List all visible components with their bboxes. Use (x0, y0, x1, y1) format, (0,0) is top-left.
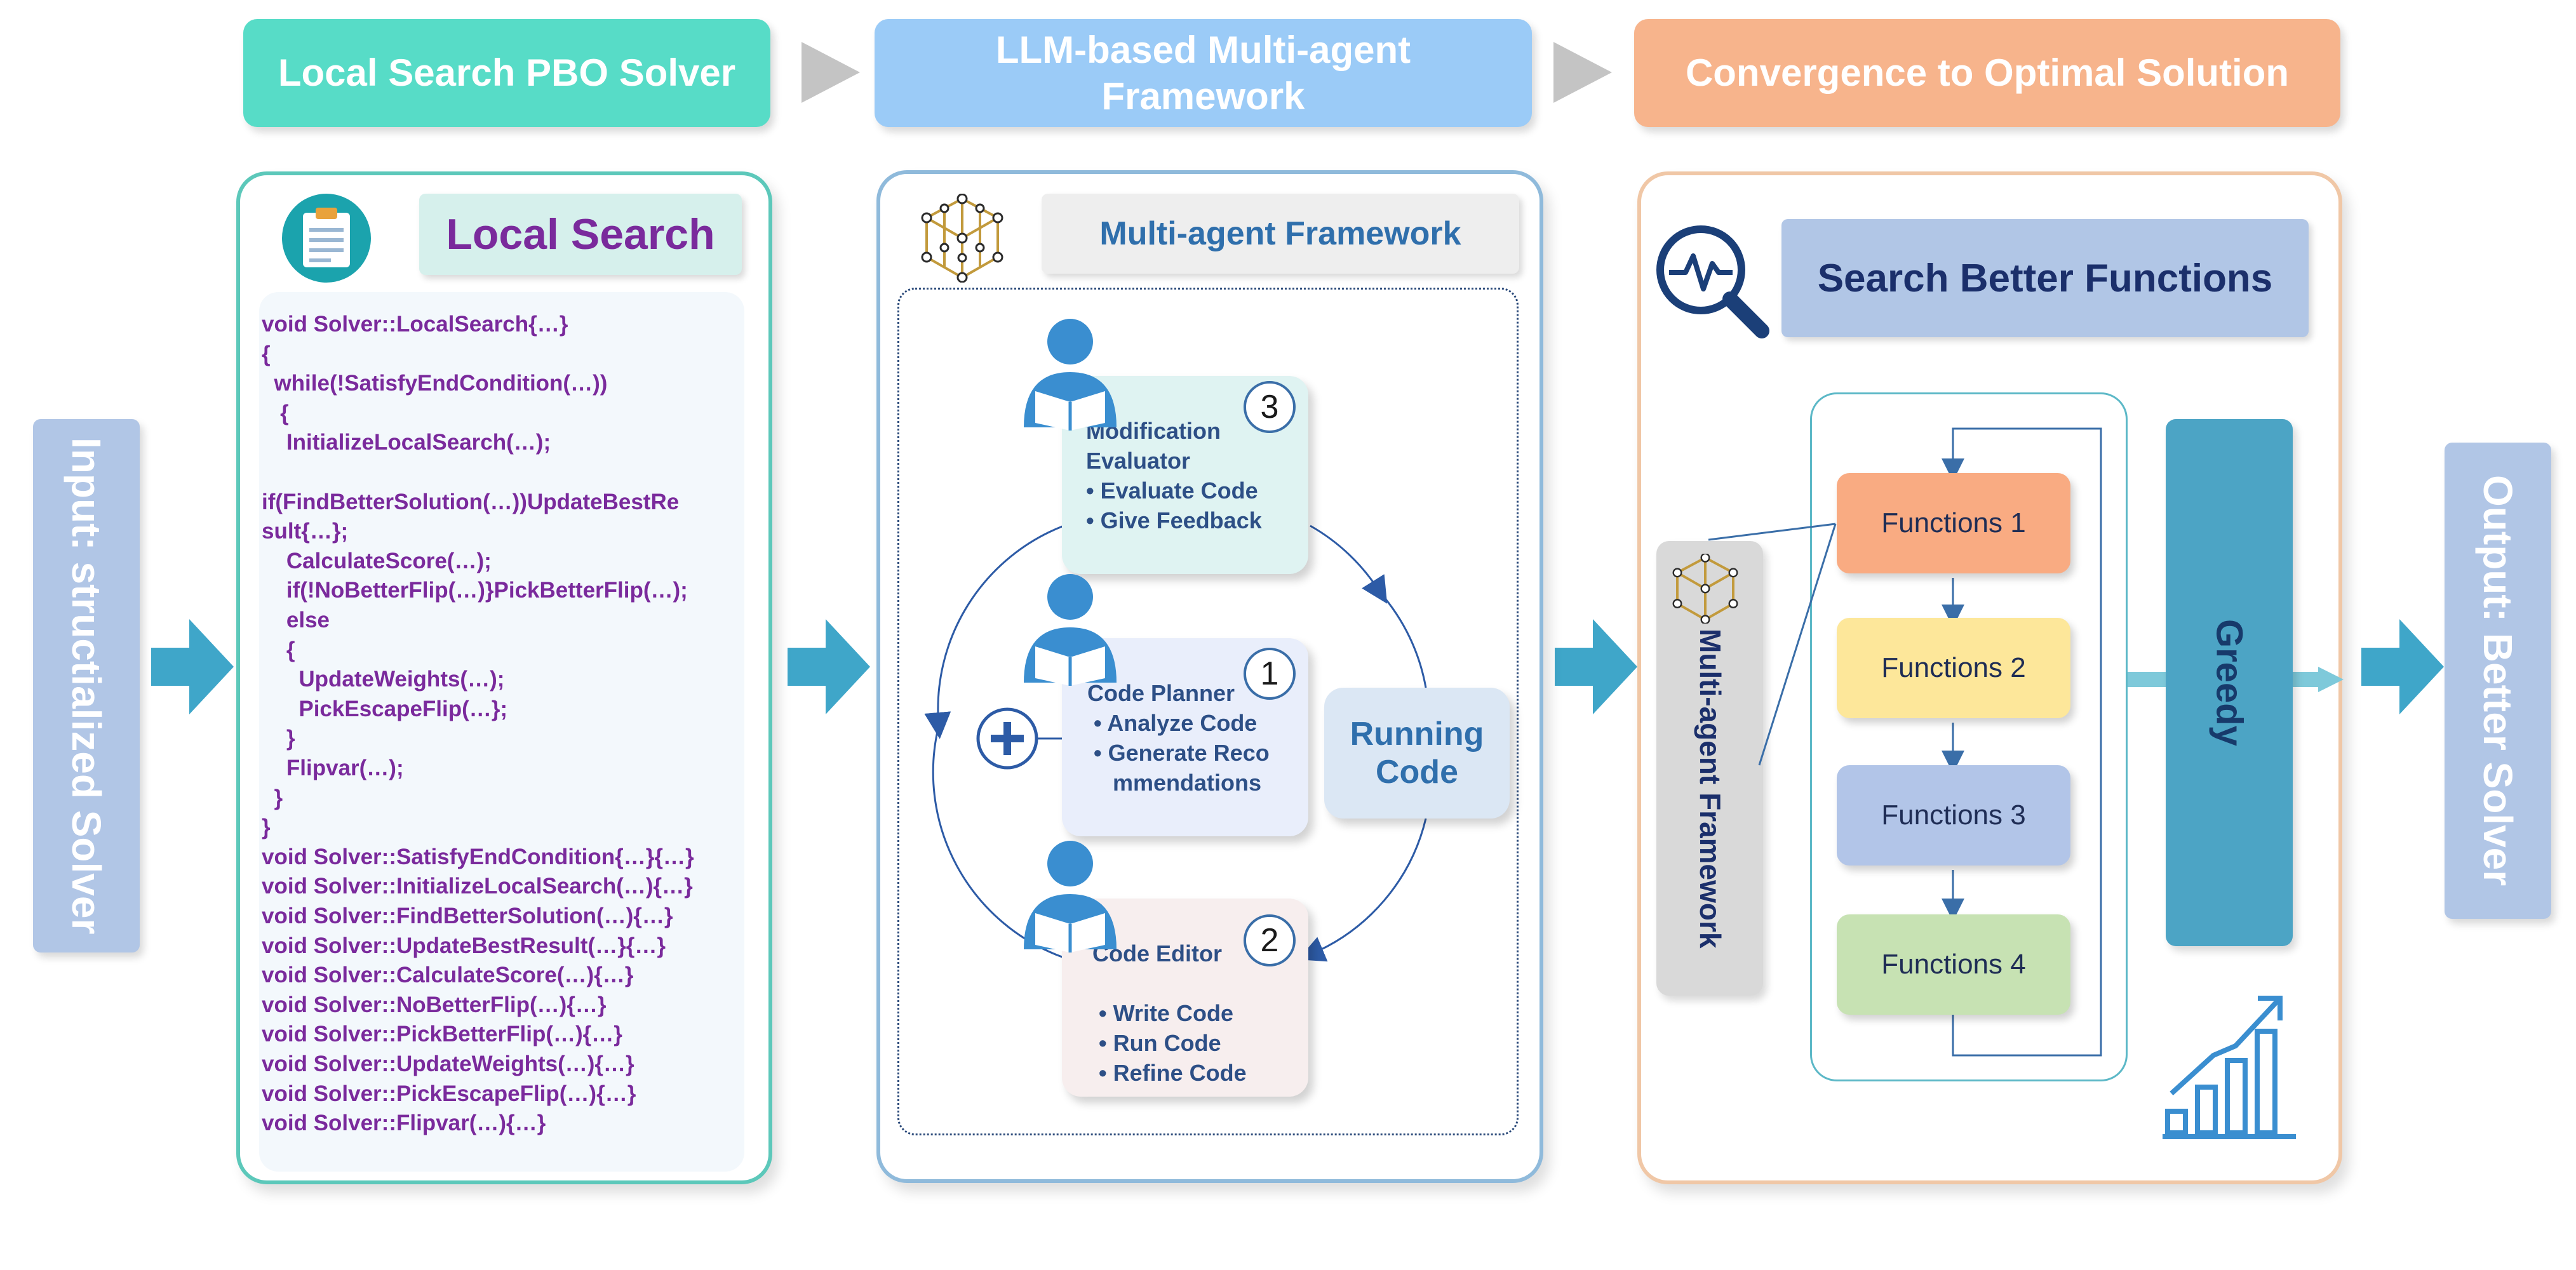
local-search-title: Local Search (419, 194, 742, 275)
function-box-1: Functions 1 (1837, 473, 2070, 573)
code-line: InitializeLocalSearch(…); (262, 430, 551, 455)
code-line: { (262, 341, 271, 366)
code-listing: void Solver::LocalSearch{…}{ while(!Sati… (259, 292, 744, 1172)
agent-step-number: 1 (1244, 648, 1296, 700)
greedy-bar: Greedy (2166, 419, 2293, 946)
phase-llm-multi-agent-framework: LLM-based Multi-agent Framework (875, 19, 1532, 127)
agent-step-number: 3 (1244, 381, 1296, 433)
search-better-functions-title: Search Better Functions (1781, 219, 2309, 337)
phase-local-search-pbo-solver: Local Search PBO Solver (243, 19, 770, 127)
network-cube-icon (1672, 554, 1738, 624)
code-line: } (262, 815, 271, 840)
growth-chart-icon (2163, 996, 2296, 1139)
greedy-label: Greedy (2208, 619, 2250, 746)
code-line: void Solver::PickBetterFlip(…){…} (262, 1022, 622, 1047)
code-line: } (262, 785, 283, 810)
code-lines: void Solver::LocalSearch{…}{ while(!Sati… (262, 310, 744, 1161)
phase-convergence-optimal-solution: Convergence to Optimal Solution (1634, 19, 2340, 127)
agent-loop-arrows (924, 525, 1427, 962)
running-code-label: Running Code (1350, 716, 1484, 791)
code-line: void Solver::PickEscapeFlip(…){…} (262, 1081, 636, 1106)
functions-container (1810, 392, 2128, 1081)
input-bar: Input: structialized Solver (33, 419, 140, 952)
multi-agent-title: Multi-agent Framework (1042, 194, 1519, 274)
code-line: void Solver::SatisfyEndCondition{…}{…} (262, 844, 694, 869)
framework-side-label: Multi-agent Framework (1694, 629, 1727, 949)
code-line: void Solver::CalculateScore(…){…} (262, 963, 634, 988)
flow-arrow-icon (1555, 619, 1637, 714)
phase-label: LLM-based Multi-agent Framework (995, 28, 1411, 117)
code-line: { (262, 400, 289, 425)
flow-arrow-icon (151, 619, 234, 714)
framework-side-label-wrap: Multi-agent Framework (1682, 629, 1739, 984)
code-line: void Solver::Flipvar(…){…} (262, 1111, 546, 1136)
code-line: if(FindBetterSolution(…))UpdateBestRe (262, 489, 680, 514)
phase-arrow-icon (1553, 42, 1612, 103)
agent-modification-evaluator-text: Modification Evaluator • Evaluate Code •… (1086, 418, 1262, 533)
functions-flow-lines (1708, 427, 2102, 1057)
flow-arrow-icon (2361, 619, 2444, 714)
phase-label: Local Search PBO Solver (278, 51, 736, 95)
code-line: if(!NoBetterFlip(…)}PickBetterFlip(…); (262, 578, 688, 603)
input-label: Input: structialized Solver (64, 437, 109, 935)
code-line: UpdateWeights(…); (262, 667, 505, 692)
agent-person-icon (1024, 319, 1117, 431)
search-pulse-icon (1656, 225, 1769, 338)
running-code-box: Running Code (1324, 688, 1510, 819)
code-line: } (262, 726, 295, 751)
function-box-2: Functions 2 (1837, 618, 2070, 718)
code-line: void Solver::LocalSearch{…} (262, 312, 568, 337)
code-line: void Solver::UpdateBestResult(…}{…} (262, 933, 666, 958)
code-line: void Solver::UpdateWeights(…){…} (262, 1052, 634, 1076)
code-line: while(!SatisfyEndCondition(…)) (262, 371, 608, 396)
code-line: Flipvar(…); (262, 756, 404, 780)
network-cube-icon (921, 194, 1003, 283)
agent-person-icon (1024, 574, 1117, 686)
code-line: sult{…}; (262, 519, 349, 544)
clipboard-icon (282, 194, 371, 283)
agent-loop-area (897, 288, 1519, 1135)
function-box-4: Functions 4 (1837, 914, 2070, 1015)
agent-code-planner-text: Code Planner • Analyze Code • Generate R… (1087, 680, 1270, 796)
flow-arrow-icon (788, 619, 870, 714)
phase-arrow-icon (802, 42, 860, 103)
code-line: void Solver::FindBetterSolution(…){…} (262, 904, 673, 928)
output-label: Output: Better Solver (2475, 475, 2521, 886)
code-line: { (262, 637, 295, 662)
code-line: CalculateScore(…); (262, 548, 492, 573)
agent-person-icon (1024, 841, 1117, 952)
function-box-3: Functions 3 (1837, 765, 2070, 866)
output-bar: Output: Better Solver (2445, 443, 2551, 919)
phase-label: Convergence to Optimal Solution (1685, 51, 2290, 95)
code-line: else (262, 608, 330, 632)
agent-step-number: 2 (1244, 914, 1296, 966)
code-line: void Solver::NoBetterFlip(…){…} (262, 992, 607, 1017)
code-line: PickEscapeFlip(…}; (262, 696, 508, 721)
agent-code-editor-text: Code Editor • Write Code • Run Code • Re… (1092, 940, 1247, 1086)
code-line: void Solver::InitializeLocalSearch(…){…} (262, 874, 693, 899)
